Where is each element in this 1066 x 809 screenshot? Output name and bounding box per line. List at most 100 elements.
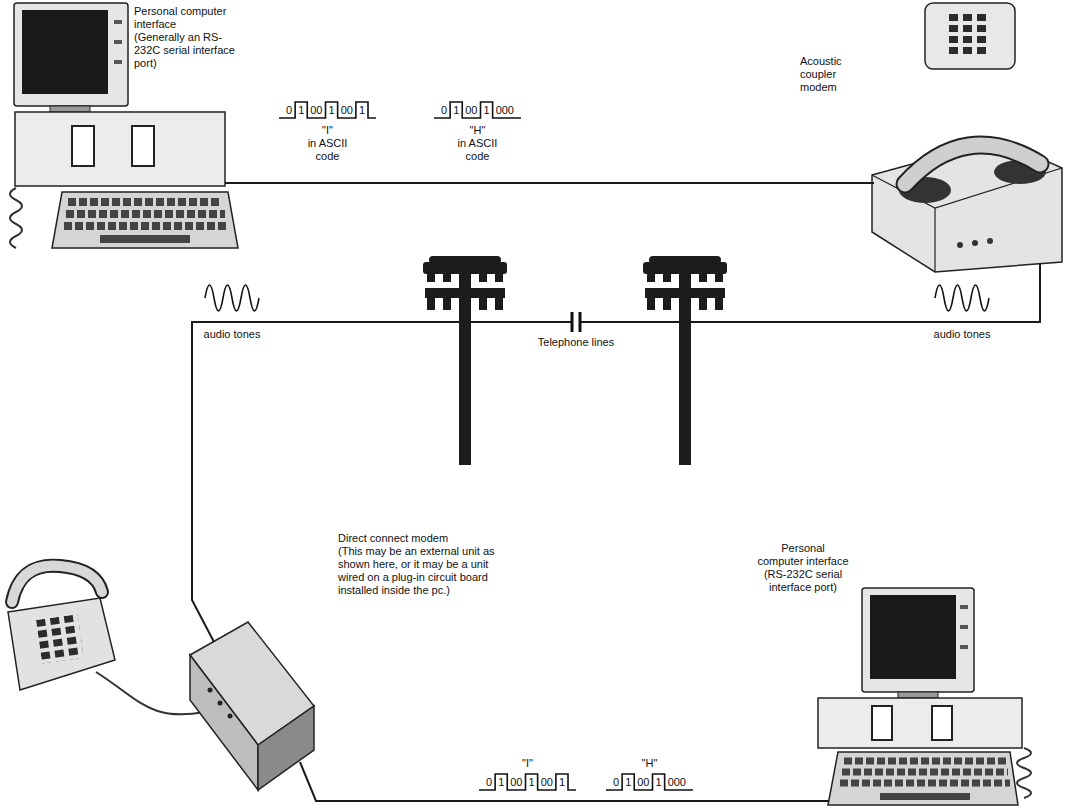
device-label: Personal computer interface <box>757 542 849 568</box>
device-label: (Generally an RS-232C serial interface p… <box>134 31 242 70</box>
telephone-pole <box>427 274 435 282</box>
computer-illustration <box>872 706 892 740</box>
bit-value: 00 <box>341 104 353 117</box>
telephone-pole <box>495 274 503 282</box>
telephone-pole <box>647 298 655 310</box>
telephone-pole <box>715 298 723 310</box>
line-break-symbol <box>571 312 581 332</box>
computer-illustration <box>818 698 1022 748</box>
acoustic-modem-illustration <box>957 242 963 248</box>
telephone-pole <box>699 274 707 282</box>
acoustic-modem-illustration <box>972 240 978 246</box>
bit-value: 00 <box>310 104 322 117</box>
telephone-pole <box>495 298 503 310</box>
acoustic-modem-illustration <box>905 145 1040 184</box>
acoustic-modem-illustration <box>949 14 991 58</box>
bit-value: 1 <box>298 104 304 117</box>
character-label: "H" <box>470 124 486 137</box>
computer-illustration <box>870 595 956 679</box>
bit-value: 1 <box>498 776 504 789</box>
telephone-illustration <box>36 614 84 663</box>
label-block: Acoustic coupler modem <box>800 55 864 94</box>
direct-modem-illustration <box>218 701 223 706</box>
signal-label: audio tones <box>934 328 991 341</box>
bit-waveform <box>434 102 521 118</box>
cable-line <box>300 762 600 801</box>
acoustic-modem-illustration <box>905 145 1040 184</box>
cable-line <box>225 182 300 184</box>
telephone-pole <box>459 268 471 465</box>
device-label: Acoustic coupler modem <box>800 55 864 94</box>
label-block: Direct connect modem(This may be an exte… <box>338 532 508 597</box>
device-label: (This may be an external unit as shown h… <box>338 545 508 597</box>
bit-waveform <box>279 102 376 118</box>
signal-label: audio tones <box>204 328 261 341</box>
line-break-symbol <box>579 312 582 332</box>
label-block: Personal computer interface(Generally an… <box>134 5 242 70</box>
telephone-pole <box>679 268 691 465</box>
computer-illustration <box>960 605 968 609</box>
cable-line <box>192 500 214 642</box>
character-label: "I" <box>322 124 333 137</box>
computer-illustration <box>52 192 238 248</box>
telephone-pole <box>643 256 727 465</box>
bit-value: 1 <box>559 776 565 789</box>
bit-value: 1 <box>359 104 365 117</box>
telephone-pole <box>427 298 435 310</box>
telephone-illustration <box>8 598 115 690</box>
computer-illustration <box>14 3 128 106</box>
device-node: Acoustic coupler modem <box>795 3 1062 275</box>
computer-illustration <box>1017 748 1031 798</box>
telephone-illustration <box>36 614 84 663</box>
direct-modem-illustration <box>190 655 258 790</box>
audio-tone-wave <box>205 285 989 311</box>
acoustic-modem-illustration <box>872 140 1062 272</box>
computer-illustration <box>10 188 22 248</box>
computer-illustration <box>818 588 1031 805</box>
bit-waveform <box>606 774 693 790</box>
computer-illustration <box>114 60 122 64</box>
telephone-pole <box>647 274 655 282</box>
code-note: in ASCII code <box>451 137 503 163</box>
computer-illustration <box>68 198 222 206</box>
bit-value: 000 <box>668 776 686 789</box>
label-block: Personal computer interface(RS-232C seri… <box>757 542 849 594</box>
bit-waveform <box>479 774 576 790</box>
computer-illustration <box>862 588 974 692</box>
computer-illustration <box>960 645 968 649</box>
computer-illustration <box>880 793 970 800</box>
bit-value: 00 <box>637 776 649 789</box>
bit-value: 1 <box>453 104 459 117</box>
cable-connector <box>246 182 795 184</box>
device-label: Personal computer interface <box>134 5 242 31</box>
acoustic-modem-illustration <box>949 14 991 58</box>
cable-line <box>192 183 1040 801</box>
telephone-illustration <box>8 566 205 715</box>
computer-illustration <box>72 126 94 166</box>
telephone-illustration <box>12 566 102 602</box>
cable-connector <box>192 275 1040 528</box>
computer-illustration <box>932 706 952 740</box>
bit-value: 0 <box>441 104 447 117</box>
telephone-pole <box>423 256 507 465</box>
computer-illustration <box>114 40 122 44</box>
telephone-pole <box>715 274 723 282</box>
telephone-pole <box>479 298 487 310</box>
bit-value: 1 <box>625 776 631 789</box>
computer-illustration <box>22 10 108 94</box>
cable-line <box>700 800 829 802</box>
character-label: "I" <box>522 757 533 770</box>
direct-modem-illustration <box>190 622 314 790</box>
audio-tone-wave <box>205 285 259 311</box>
device-node: Direct connect modem(This may be an exte… <box>180 528 515 806</box>
acoustic-modem-illustration <box>925 3 1015 69</box>
acoustic-modem-illustration <box>987 238 993 244</box>
bit-value: 000 <box>496 104 514 117</box>
telephone-illustration <box>96 672 205 714</box>
computer-illustration <box>840 780 1010 787</box>
computer-illustration <box>132 126 154 166</box>
bit-value: 00 <box>510 776 522 789</box>
computer-illustration <box>844 758 1006 765</box>
